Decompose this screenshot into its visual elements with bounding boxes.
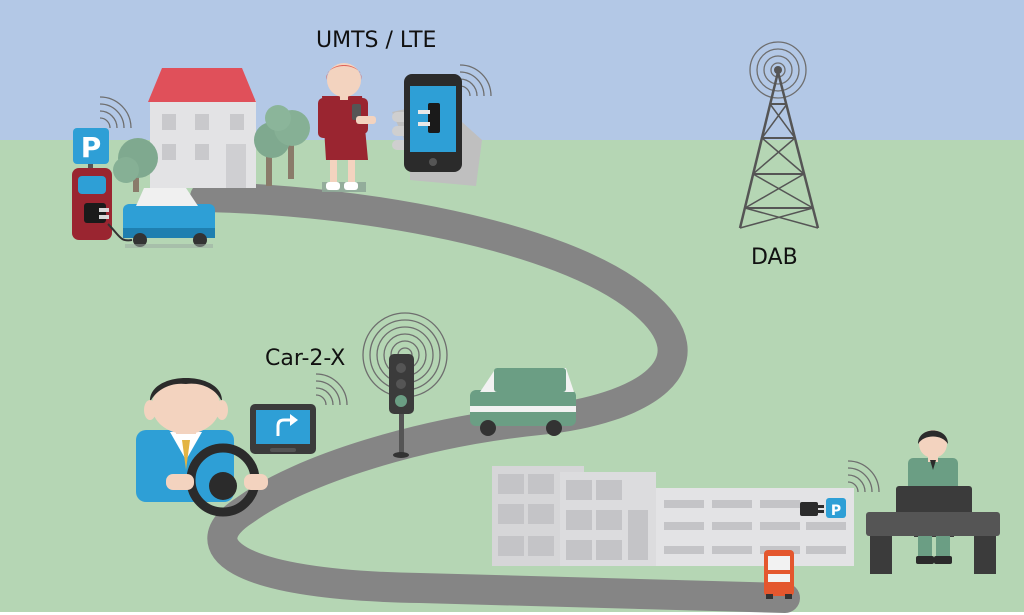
traffic-light-icon — [389, 354, 414, 458]
parking-sign-letter: P — [81, 131, 102, 164]
bus — [764, 550, 794, 599]
parking-sign-letter: P — [831, 503, 841, 519]
city-buildings — [492, 466, 854, 566]
parking-sign-icon: P — [73, 128, 109, 164]
trees-left — [113, 138, 158, 192]
car-2-x-label: Car-2-X — [265, 346, 346, 371]
garage-charging-parking-icon: P — [800, 498, 846, 519]
pedestrian-with-phone — [318, 63, 376, 192]
operator-at-desk — [866, 430, 1000, 574]
navigation-display-icon — [250, 404, 316, 454]
ev-charging-station-icon — [72, 168, 133, 242]
parked-electric-car — [123, 188, 215, 248]
smartphone-icon — [392, 74, 482, 186]
driver-at-steering-wheel — [136, 378, 268, 517]
bottom-edge — [0, 612, 1024, 615]
house — [148, 68, 256, 188]
car-on-road — [470, 368, 576, 436]
umts-lte-label: UMTS / LTE — [316, 28, 437, 53]
winding-road — [190, 182, 800, 613]
trees-right — [254, 105, 310, 186]
radio-tower-icon — [738, 66, 820, 229]
dab-label: DAB — [751, 245, 798, 270]
